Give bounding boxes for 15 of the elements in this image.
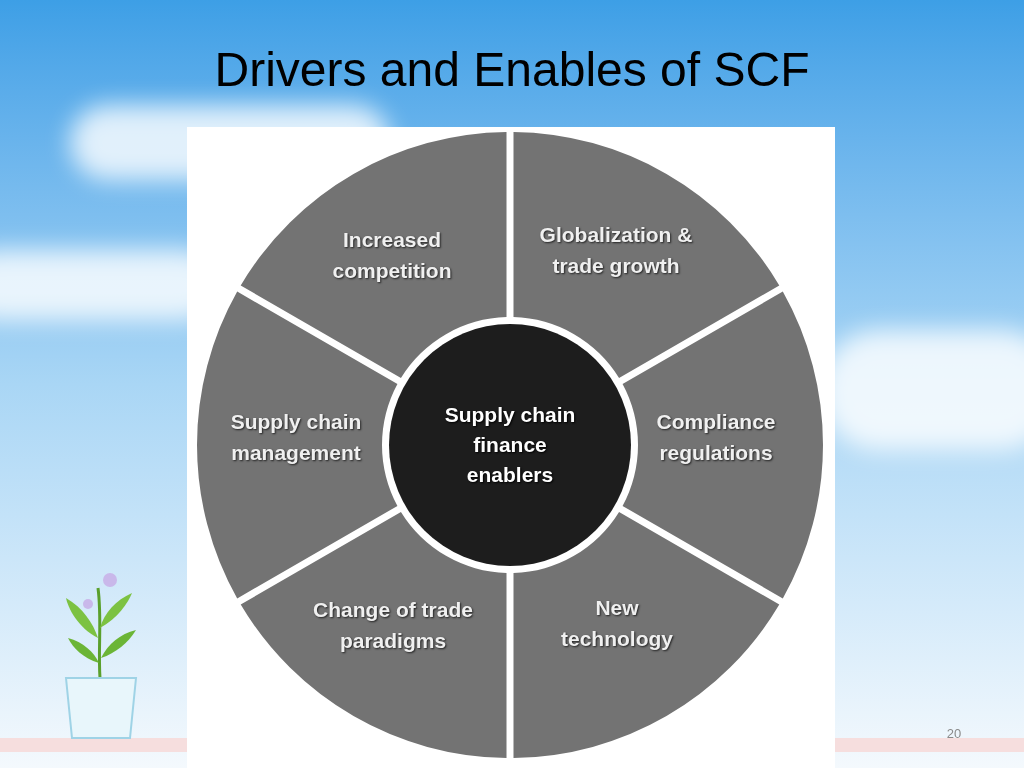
wheel-segment <box>513 512 780 758</box>
page-number: 20 <box>945 725 963 743</box>
segment-label: Compliance regulations <box>655 409 777 466</box>
segment-label: New technology <box>560 595 674 652</box>
segment-label: Change of trade paradigms <box>313 597 473 654</box>
wheel-segment <box>197 291 398 599</box>
segment-label: Supply chain management <box>229 409 363 466</box>
wheel-segment <box>240 512 507 758</box>
segment-label: Globalization & trade growth <box>538 222 694 279</box>
wheel-segment <box>513 132 780 378</box>
wheel-segment <box>622 291 823 599</box>
wheel-segment <box>240 132 507 378</box>
center-label: Supply chain finance enablers <box>443 402 577 488</box>
slide-title: Drivers and Enables of SCF <box>213 42 811 98</box>
segment-label: Increased competition <box>331 227 453 284</box>
